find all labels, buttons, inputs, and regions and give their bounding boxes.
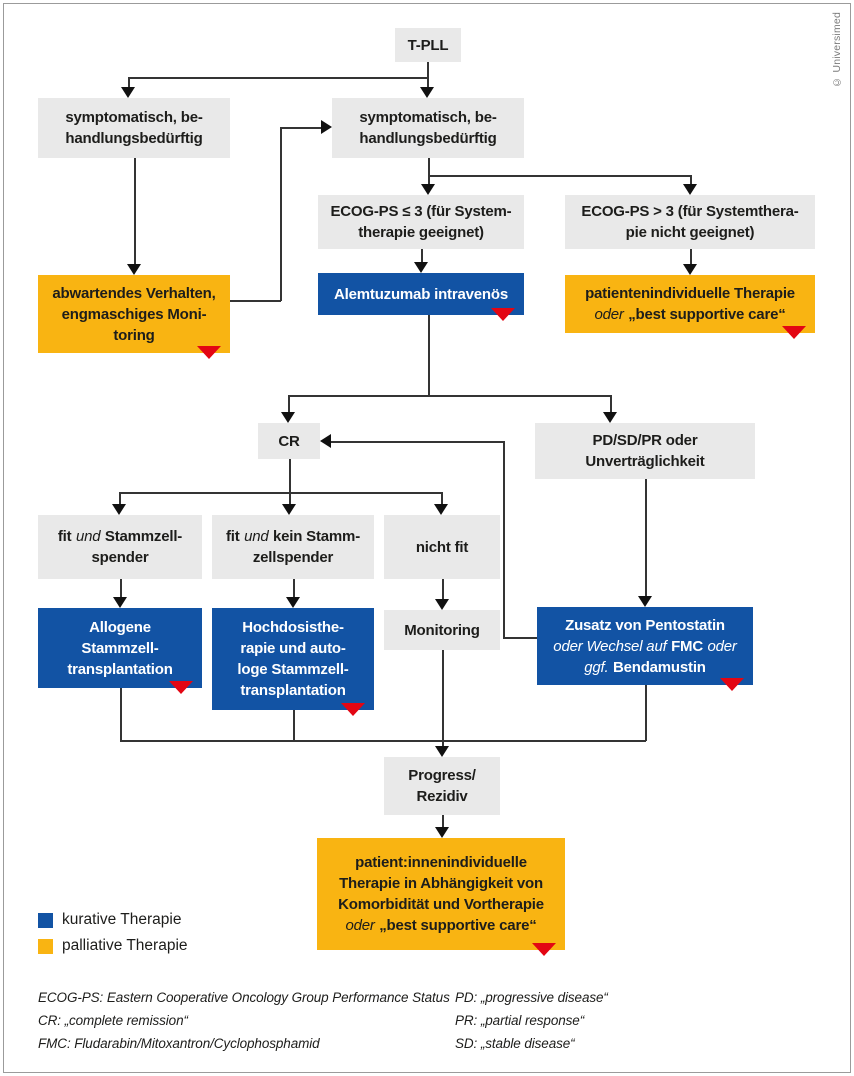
arrowhead-down-icon: [435, 599, 449, 610]
node-individual-therapy: patientenindividuelle Therapie oder „bes…: [565, 275, 815, 339]
connector-feedback: [503, 441, 505, 638]
connector: [690, 175, 692, 185]
arrowhead-down-icon: [414, 262, 428, 273]
connector: [120, 740, 646, 742]
red-triangle-marker-icon: [491, 308, 515, 321]
arrowhead-down-icon: [113, 597, 127, 608]
connector: [442, 650, 444, 747]
connector: [441, 492, 443, 505]
connector: [128, 77, 428, 79]
connector: [427, 77, 429, 88]
footnote-line: FMC: Fludarabin/Mitoxantron/Cyclophospha…: [38, 1036, 320, 1051]
arrowhead-down-icon: [434, 504, 448, 515]
red-triangle-marker-icon: [169, 681, 193, 694]
arrowhead-right-icon: [321, 120, 332, 134]
legend-curative: kurative Therapie: [38, 911, 181, 929]
connector: [119, 492, 121, 505]
arrowhead-down-icon: [282, 504, 296, 515]
connector: [428, 175, 430, 185]
arrowhead-down-icon: [435, 746, 449, 757]
connector: [421, 249, 423, 263]
node-allogeneic-sct: Allogene Stammzell- transplantation: [38, 608, 202, 694]
connector: [119, 492, 442, 494]
arrowhead-down-icon: [286, 597, 300, 608]
node-pentostatin-fmc: Zusatz von Pentostatin oder Wechsel auf …: [537, 607, 753, 691]
connector: [120, 579, 122, 598]
connector: [120, 688, 122, 741]
arrowhead-left-icon: [320, 434, 331, 448]
node-fit-no-donor: fit und kein Stamm- zellspender: [212, 515, 374, 579]
connector: [230, 300, 281, 302]
connector: [442, 815, 444, 828]
footnote-line: PR: „partial response“: [455, 1013, 585, 1028]
node-ecog-unfit: ECOG-PS > 3 (für Systemthera- pie nicht …: [565, 195, 815, 249]
connector: [428, 175, 690, 177]
connector: [427, 62, 429, 77]
arrowhead-down-icon: [638, 596, 652, 607]
red-triangle-marker-icon: [782, 326, 806, 339]
connector-feedback: [503, 637, 538, 639]
node-final-therapy: patient:innenindividuelle Therapie in Ab…: [317, 838, 565, 956]
connector: [289, 459, 291, 493]
arrowhead-down-icon: [420, 87, 434, 98]
connector: [645, 685, 647, 741]
legend-label: palliative Therapie: [62, 937, 188, 954]
red-triangle-marker-icon: [720, 678, 744, 691]
footnotes-left: ECOG-PS: Eastern Cooperative Oncology Gr…: [38, 986, 450, 1055]
curative-swatch-icon: [38, 912, 53, 928]
node-tpll: T-PLL: [395, 28, 461, 62]
connector: [690, 249, 692, 265]
copyright-caption: © Universimed: [831, 12, 843, 88]
footnote-line: PD: „progressive disease“: [455, 990, 608, 1005]
node-highdose-auto-sct: Hochdosisthe- rapie und auto- loge Stamm…: [212, 608, 374, 716]
connector: [134, 158, 136, 265]
connector: [293, 579, 295, 598]
red-triangle-marker-icon: [197, 346, 221, 359]
node-not-fit: nicht fit: [384, 515, 500, 579]
arrowhead-down-icon: [121, 87, 135, 98]
connector: [289, 492, 291, 505]
footnote-line: ECOG-PS: Eastern Cooperative Oncology Gr…: [38, 990, 450, 1005]
red-triangle-marker-icon: [532, 943, 556, 956]
connector: [128, 77, 130, 88]
arrowhead-down-icon: [421, 184, 435, 195]
arrowhead-down-icon: [281, 412, 295, 423]
palliative-swatch-icon: [38, 938, 53, 954]
node-alemtuzumab: Alemtuzumab intravenös: [318, 273, 524, 321]
connector: [288, 395, 290, 413]
legend-palliative: palliative Therapie: [38, 937, 188, 955]
connector: [428, 315, 430, 396]
node-pd-sd-pr: PD/SD/PR oder Unverträglichkeit: [535, 423, 755, 479]
connector: [288, 395, 611, 397]
footnote-line: SD: „stable disease“: [455, 1036, 575, 1051]
connector: [610, 395, 612, 413]
arrowhead-down-icon: [127, 264, 141, 275]
legend-label: kurative Therapie: [62, 911, 182, 928]
arrowhead-down-icon: [435, 827, 449, 838]
node-monitoring: Monitoring: [384, 610, 500, 650]
arrowhead-down-icon: [683, 264, 697, 275]
arrowhead-down-icon: [112, 504, 126, 515]
arrowhead-down-icon: [603, 412, 617, 423]
node-fit-donor: fit und Stammzell- spender: [38, 515, 202, 579]
connector-feedback: [330, 441, 504, 443]
connector: [645, 479, 647, 597]
node-left-status: symptomatisch, be- handlungsbedürftig: [38, 98, 230, 158]
node-progress-relapse: Progress/ Rezidiv: [384, 757, 500, 815]
node-ecog-fit: ECOG-PS ≤ 3 (für System- therapie geeign…: [318, 195, 524, 249]
footnote-line: CR: „complete remission“: [38, 1013, 188, 1028]
red-triangle-marker-icon: [341, 703, 365, 716]
connector: [293, 710, 295, 741]
footnotes-right: PD: „progressive disease“ PR: „partial r…: [455, 986, 608, 1055]
connector: [280, 127, 322, 129]
connector: [280, 127, 282, 301]
node-right-status: symptomatisch, be- handlungsbedürftig: [332, 98, 524, 158]
connector: [428, 158, 430, 176]
node-cr: CR: [258, 423, 320, 459]
node-watch-and-wait: abwartendes Verhalten, engmaschiges Moni…: [38, 275, 230, 359]
outer-border: [3, 3, 851, 1073]
arrowhead-down-icon: [683, 184, 697, 195]
connector: [442, 579, 444, 600]
